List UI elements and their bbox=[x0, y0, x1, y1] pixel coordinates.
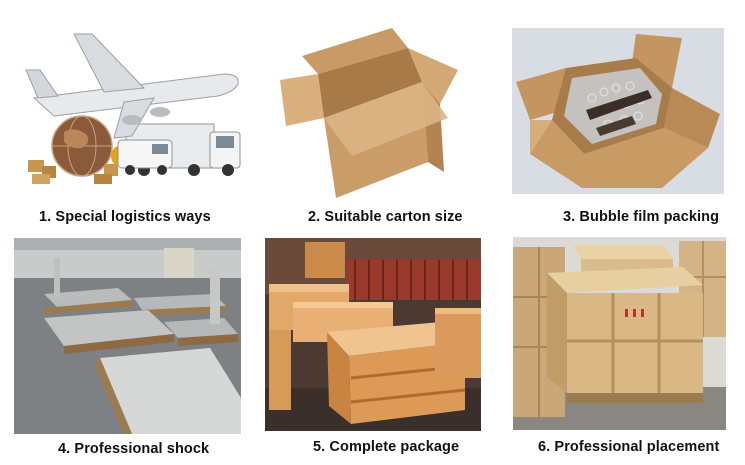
panel-3-image bbox=[512, 28, 724, 194]
panel-6-caption: 6. Professional placement bbox=[538, 439, 720, 455]
panel-2-image bbox=[272, 22, 468, 198]
steel-sheets-illustration bbox=[14, 238, 241, 434]
logistics-illustration bbox=[14, 28, 246, 188]
panel-4-caption: 4. Professional shock bbox=[58, 441, 210, 457]
panel-3-caption: 3. Bubble film packing bbox=[563, 209, 720, 225]
carton-illustration bbox=[272, 22, 468, 198]
panel-2-caption: 2. Suitable carton size bbox=[308, 209, 463, 225]
wooden-crates-illustration bbox=[265, 238, 481, 431]
stacked-cases-illustration bbox=[513, 237, 726, 430]
panel-4-image bbox=[14, 238, 241, 434]
panel-6-image bbox=[513, 237, 726, 430]
panel-1-image bbox=[14, 28, 246, 188]
bubble-film-illustration bbox=[512, 28, 724, 194]
panel-5-image bbox=[265, 238, 481, 431]
panel-1-caption: 1. Special logistics ways bbox=[39, 209, 211, 225]
panel-5-caption: 5. Complete package bbox=[313, 439, 460, 455]
